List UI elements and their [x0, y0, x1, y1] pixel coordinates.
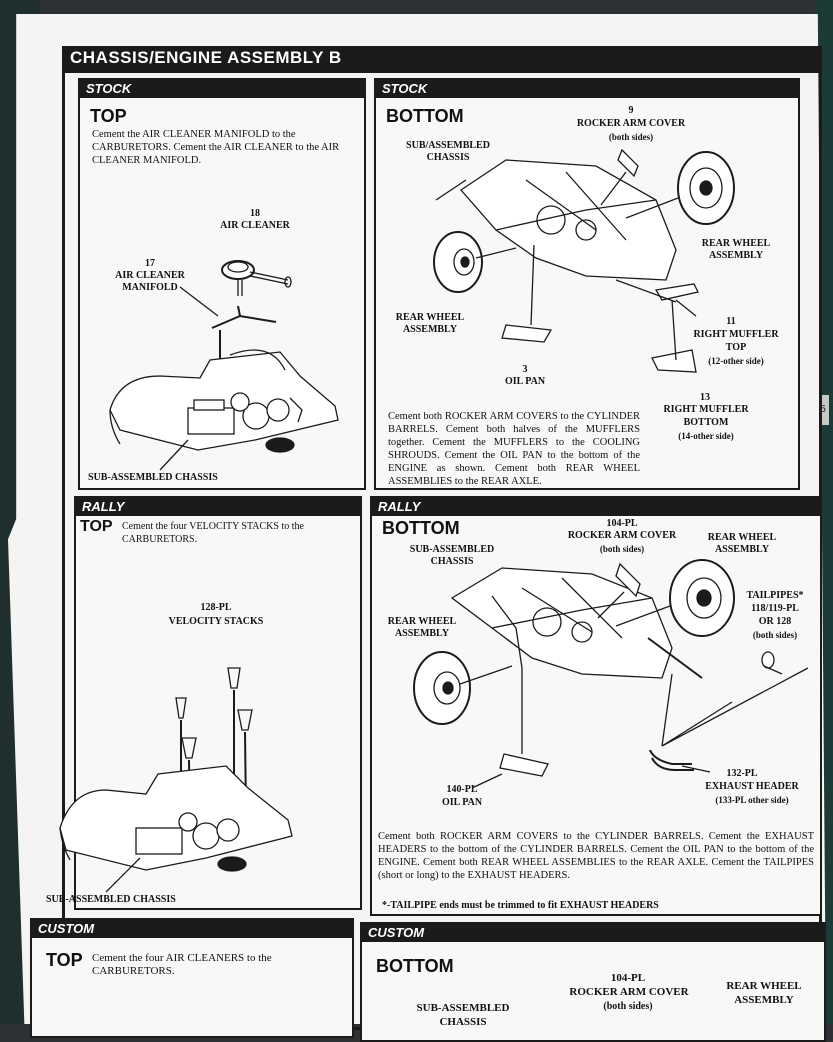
- label-rear-wheel-right-2: ASSEMBLY: [708, 250, 764, 261]
- panel-stock-top: STOCK TOP Cement the AIR CLEANER MANIFOL…: [78, 78, 366, 490]
- label-header-num: 132-PL: [726, 768, 758, 779]
- label-air-cleaner: AIR CLEANER: [220, 220, 290, 231]
- label-rocker: ROCKER ARM COVER: [567, 530, 677, 541]
- label-muffler-bot-num: 13: [700, 392, 710, 403]
- label-chassis: SUB-ASSEMBLED CHASSIS: [46, 894, 176, 905]
- label-stacks: VELOCITY STACKS: [168, 616, 264, 627]
- stock-bottom-illustration: [433, 148, 735, 373]
- label-header-sub: (133-PL other side): [715, 795, 789, 805]
- panel-heading: TOP: [80, 518, 113, 535]
- label-header: EXHAUST HEADER: [705, 781, 799, 792]
- label-rear-wheel-left-1: REAR WHEEL: [395, 312, 465, 323]
- label-manifold-1: AIR CLEANER: [115, 270, 185, 281]
- label-tailpipes-1: TAILPIPES*: [746, 590, 804, 601]
- label-rocker-sub: (both sides): [608, 132, 654, 142]
- label-muffler-bot-2: BOTTOM: [683, 417, 729, 428]
- panel-stock-bottom: STOCK BOTTOM 9 ROCKER ARM COVER (both si…: [374, 78, 800, 490]
- label-rocker-num: 9: [628, 105, 634, 116]
- panel-tag: RALLY: [372, 498, 820, 516]
- label-rocker: ROCKER ARM COVER: [569, 986, 689, 998]
- tailpipe-note: *-TAILPIPE ends must be trimmed to fit E…: [382, 900, 659, 911]
- label-tailpipes-3: OR 128: [758, 616, 792, 627]
- label-rocker-sub: (both sides): [603, 1001, 653, 1012]
- label-rear-wheel-left-2: ASSEMBLY: [394, 628, 450, 639]
- label-rear-wheel-2: ASSEMBLY: [734, 994, 794, 1006]
- label-muffler-top-2: TOP: [725, 342, 747, 353]
- label-muffler-top-sub: (12-other side): [708, 356, 764, 366]
- page-title: CHASSIS/ENGINE ASSEMBLY B: [62, 46, 822, 70]
- label-muffler-bot-sub: (14-other side): [678, 431, 734, 441]
- label-chassis-1: SUB-ASSEMBLED: [409, 544, 495, 555]
- panel-rally-top: RALLY TOP Cement the four VELOCITY STACK…: [46, 496, 362, 910]
- panel-tag: STOCK: [80, 80, 364, 98]
- panel-custom-bottom: CUSTOM BOTTOM 104-PL ROCKER ARM COVER (b…: [360, 922, 826, 1042]
- panel-heading: TOP: [90, 106, 127, 126]
- label-chassis-1: SUB/ASSEMBLED: [406, 140, 490, 151]
- panel-heading: TOP: [46, 950, 83, 970]
- label-tailpipes-2: 118/119-PL: [751, 603, 799, 614]
- label-rear-wheel-right-2: ASSEMBLY: [714, 544, 770, 555]
- stock-top-illustration: [109, 260, 339, 471]
- panel-instructions: Cement the four VELOCITY STACKS to the C…: [122, 521, 304, 545]
- panel-tag: STOCK: [376, 80, 798, 98]
- label-muffler-bot-1: RIGHT MUFFLER: [663, 404, 749, 415]
- panel-custom-top: CUSTOM TOP Cement the four AIR CLEANERS …: [30, 918, 354, 1038]
- label-air-cleaner-num: 18: [250, 208, 260, 219]
- label-oil-pan: OIL PAN: [504, 376, 546, 387]
- label-oil-pan-num: 3: [522, 364, 528, 375]
- rally-top-illustration: [59, 667, 293, 893]
- label-chassis: SUB-ASSEMBLED CHASSIS: [88, 472, 218, 483]
- panel-rally-bottom: RALLY BOTTOM 104-PL ROCKER ARM COVER (bo…: [370, 496, 822, 916]
- label-rear-wheel-right-1: REAR WHEEL: [707, 532, 777, 543]
- label-rocker-num: 104-PL: [606, 518, 638, 529]
- panel-instructions: Cement the four AIR CLEANERS to the CARB…: [92, 952, 272, 977]
- label-oil-pan-num: 140-PL: [446, 784, 478, 795]
- label-rear-wheel-1: REAR WHEEL: [726, 980, 802, 992]
- label-rocker-sub: (both sides): [599, 544, 645, 554]
- label-oil-pan: OIL PAN: [441, 797, 483, 808]
- panel-instructions: Cement both ROCKER ARM COVERS to the CYL…: [388, 411, 640, 487]
- label-chassis-2: CHASSIS: [439, 1016, 487, 1028]
- rally-bottom-illustration: [413, 559, 809, 789]
- panel-tag: RALLY: [76, 498, 360, 516]
- panel-instructions: Cement both ROCKER ARM COVERS to the CYL…: [378, 831, 814, 881]
- label-rear-wheel-left-1: REAR WHEEL: [387, 616, 457, 627]
- panel-tag: CUSTOM: [32, 920, 352, 938]
- panel-heading: BOTTOM: [382, 518, 460, 538]
- label-chassis-1: SUB-ASSEMBLED: [416, 1002, 510, 1014]
- label-manifold-num: 17: [145, 258, 155, 269]
- label-muffler-top-num: 11: [726, 316, 736, 327]
- label-stacks-num: 128-PL: [200, 602, 232, 613]
- label-chassis-2: CHASSIS: [426, 152, 470, 163]
- label-rocker-num: 104-PL: [610, 972, 646, 984]
- label-rocker: ROCKER ARM COVER: [576, 118, 686, 129]
- panel-instructions: Cement the AIR CLEANER MANIFOLD to the C…: [92, 129, 340, 166]
- panel-heading: BOTTOM: [386, 106, 464, 126]
- label-muffler-top-1: RIGHT MUFFLER: [693, 329, 779, 340]
- panel-tag: CUSTOM: [362, 924, 824, 942]
- label-rear-wheel-left-2: ASSEMBLY: [402, 324, 458, 335]
- label-chassis-2: CHASSIS: [430, 556, 474, 567]
- label-manifold-2: MANIFOLD: [122, 282, 178, 293]
- panel-heading: BOTTOM: [376, 956, 454, 976]
- label-rear-wheel-right-1: REAR WHEEL: [701, 238, 771, 249]
- label-tailpipes-sub: (both sides): [752, 630, 798, 640]
